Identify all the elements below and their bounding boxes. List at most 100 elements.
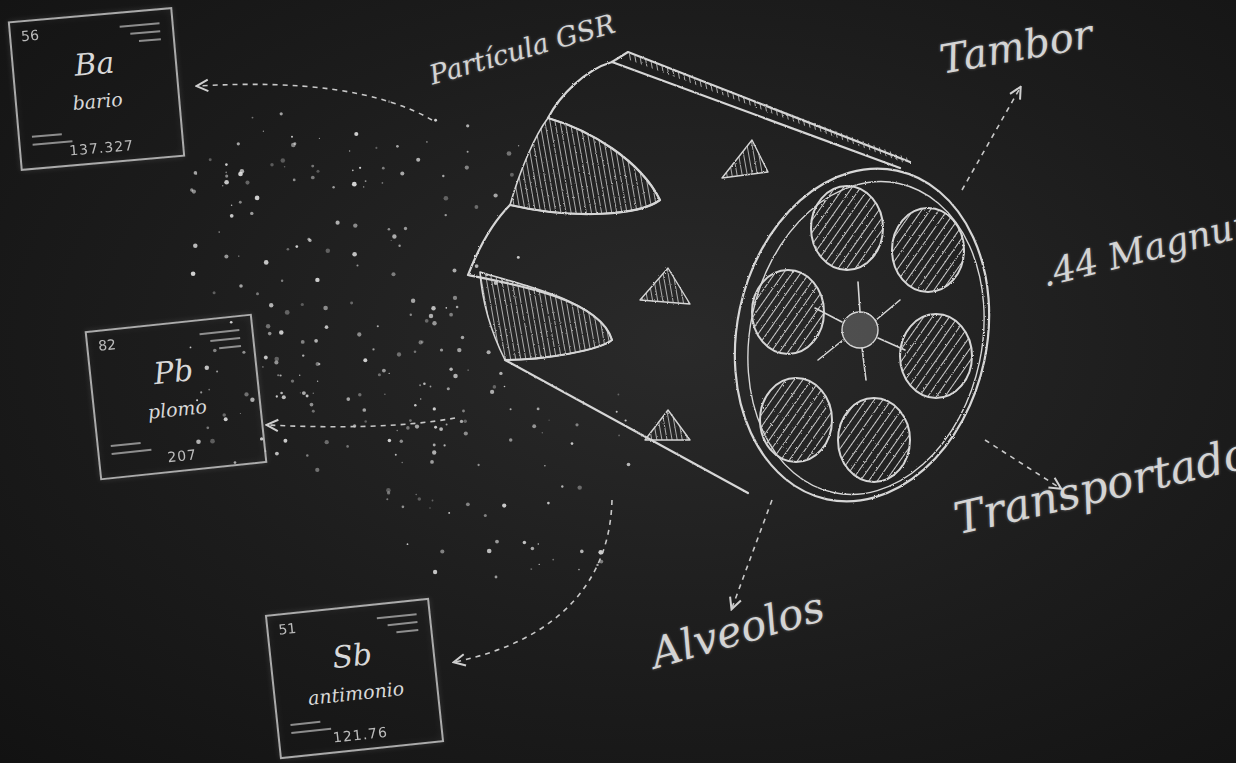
gsr-particle: [216, 370, 218, 372]
part-label: Tambor: [937, 14, 1096, 80]
gsr-particle: [209, 158, 212, 161]
gsr-particle: [350, 302, 353, 305]
gsr-particle: [625, 419, 627, 421]
gsr-particle: [240, 413, 241, 414]
gsr-particle: [295, 245, 298, 248]
gsr-particle: [382, 369, 386, 373]
gsr-particle: [364, 420, 367, 423]
gsr-particle: [287, 248, 290, 251]
gsr-particle: [323, 306, 328, 311]
gsr-particle: [311, 165, 314, 168]
cylinder-body: [468, 62, 900, 493]
gsr-particle: [317, 381, 318, 382]
gsr-particle: [432, 450, 436, 454]
gsr-particle: [429, 507, 431, 509]
decor-line: [33, 140, 73, 145]
bolt-notch: [645, 410, 690, 440]
gsr-particle: [314, 339, 318, 343]
gsr-particle: [396, 430, 398, 432]
gsr-particle: [194, 171, 198, 175]
gsr-particle: [349, 150, 350, 151]
gsr-particle: [268, 332, 272, 336]
decor-line: [291, 728, 331, 734]
element-name: antimonio: [275, 674, 437, 713]
leader-arrow: [268, 418, 455, 427]
atomic-number: 51: [278, 620, 297, 638]
gsr-particle: [387, 491, 390, 494]
gsr-particle: [518, 145, 519, 146]
gsr-particle: [280, 374, 282, 376]
gsr-particle: [306, 394, 309, 397]
gsr-particle: [315, 278, 319, 282]
gsr-particle: [279, 330, 284, 335]
gsr-particle: [391, 240, 392, 241]
cylinder-top-rim: [612, 52, 910, 162]
gsr-particle: [301, 340, 305, 344]
gsr-particle: [239, 284, 243, 288]
gsr-particle: [213, 349, 217, 353]
gsr-particle: [484, 514, 487, 517]
gsr-particle: [426, 141, 427, 142]
gsr-particle: [346, 397, 350, 401]
decor-line: [396, 629, 418, 633]
bolt-notch: [640, 268, 690, 304]
gsr-particle: [245, 181, 249, 185]
gsr-particle: [277, 374, 279, 376]
gsr-particle: [230, 321, 233, 324]
gsr-particle: [510, 173, 514, 177]
gsr-particle: [224, 180, 229, 185]
gsr-particle: [444, 214, 446, 216]
gsr-particle: [495, 540, 499, 544]
gsr-particle: [433, 570, 437, 574]
gsr-particle: [475, 264, 479, 268]
gsr-particle: [291, 143, 296, 148]
gsr-particle: [448, 512, 450, 514]
gsr-particle: [205, 366, 209, 370]
gsr-particle: [407, 543, 409, 545]
gsr-particle: [270, 163, 273, 166]
gsr-particle: [414, 351, 417, 354]
gsr-particle: [453, 296, 457, 300]
decor-line: [130, 30, 160, 35]
decor-line: [111, 442, 141, 447]
gsr-particle: [439, 427, 443, 431]
gsr-particle: [461, 336, 464, 339]
gsr-particle: [255, 196, 260, 201]
gsr-particle: [363, 358, 367, 362]
gsr-particle: [377, 325, 379, 327]
gsr-particle: [432, 500, 434, 502]
chamber: [838, 398, 910, 482]
gsr-particle: [618, 434, 620, 436]
gsr-particle: [468, 370, 469, 371]
gsr-particle: [457, 348, 461, 352]
element-symbol: Pb: [90, 346, 257, 398]
gsr-particle: [308, 239, 311, 242]
gsr-particle: [392, 234, 396, 238]
gsr-particle: [218, 231, 220, 233]
gsr-particle: [260, 437, 263, 440]
gsr-particle: [238, 172, 243, 177]
gsr-particle: [283, 439, 287, 443]
gsr-particle: [313, 393, 314, 394]
gsr-particle: [238, 255, 239, 256]
gsr-particle: [432, 321, 436, 325]
gsr-particle: [225, 175, 228, 178]
gsr-particle: [433, 444, 436, 447]
decor-line: [139, 38, 161, 42]
gsr-particle: [318, 363, 320, 365]
part-label: Partícula GSR: [426, 9, 618, 88]
gsr-particle: [356, 265, 358, 267]
gsr-particle: [477, 464, 479, 466]
gsr-particle: [336, 221, 340, 225]
leader-arrow: [962, 88, 1020, 190]
gsr-particle: [415, 494, 417, 496]
gsr-particle: [447, 387, 450, 390]
extractor-center: [842, 312, 878, 348]
gsr-particle: [487, 549, 492, 554]
gsr-particle: [326, 248, 330, 252]
decor-line: [388, 621, 418, 626]
gsr-particle: [466, 124, 469, 127]
gsr-particle: [395, 454, 397, 456]
gsr-particle: [316, 362, 320, 366]
gsr-particle: [400, 439, 403, 442]
